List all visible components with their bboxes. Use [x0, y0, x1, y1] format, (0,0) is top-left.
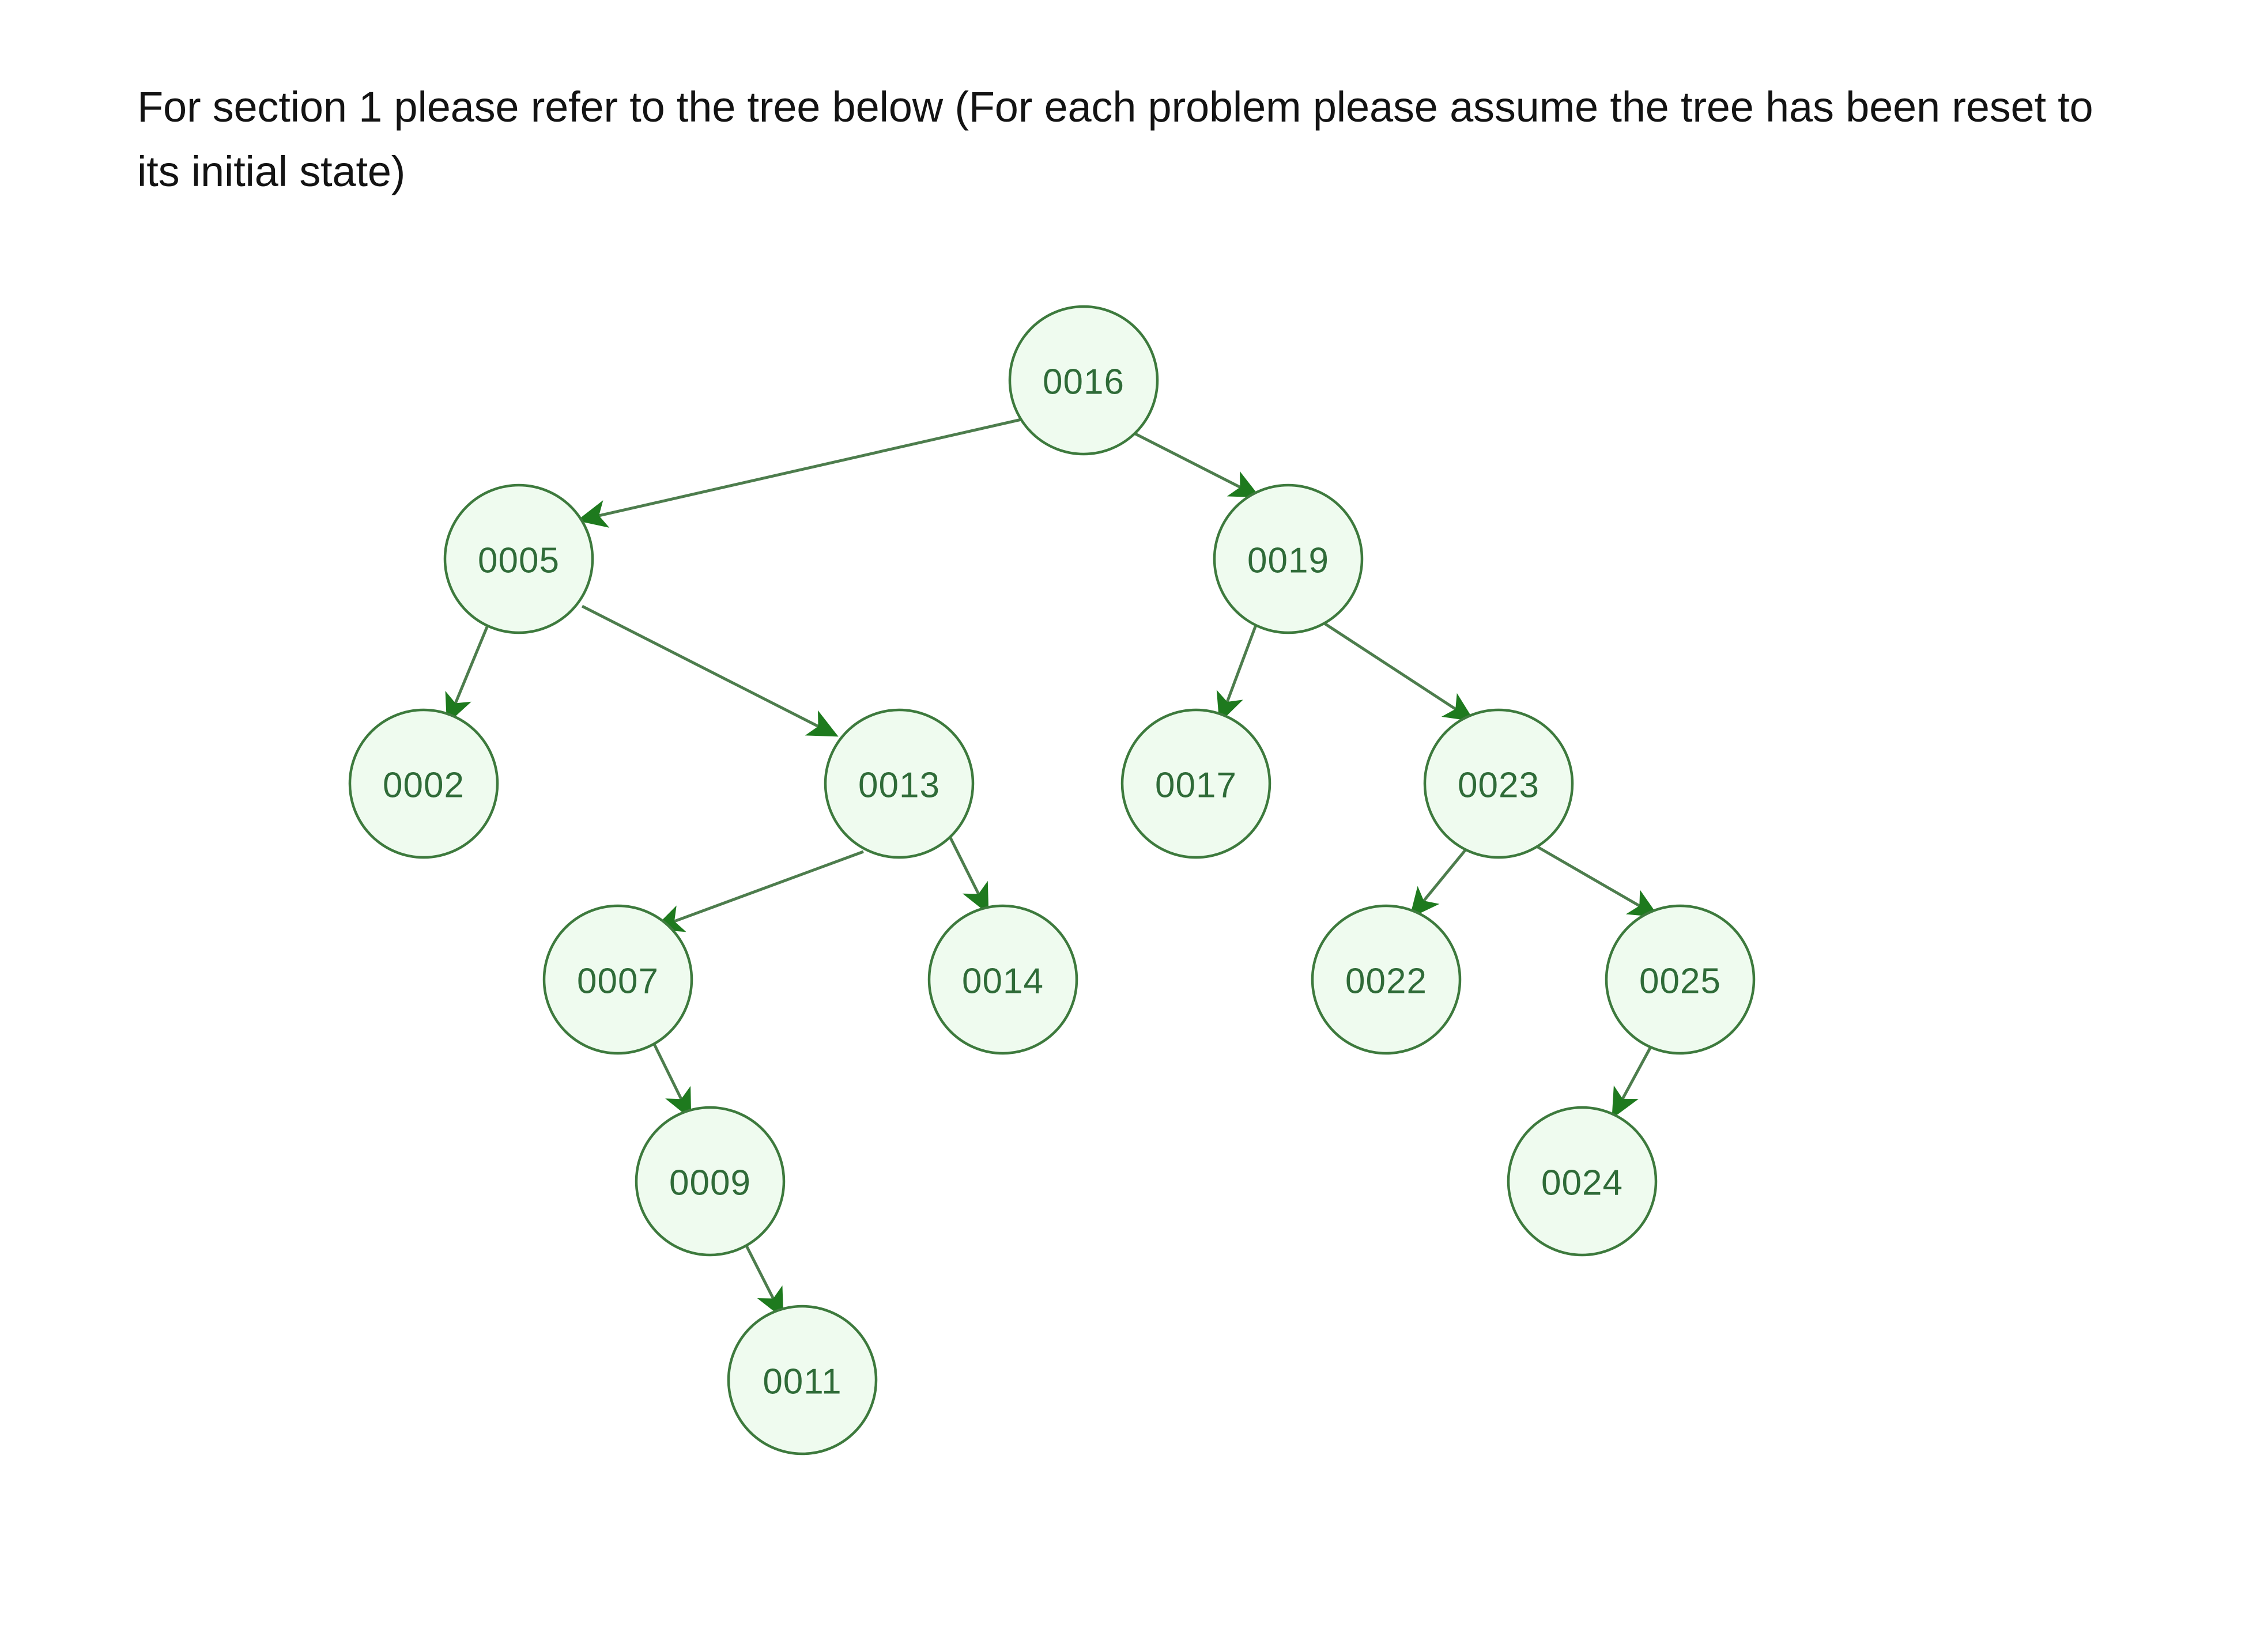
- tree-node-0022[interactable]: 0022: [1311, 904, 1462, 1055]
- node-circle[interactable]: [348, 708, 499, 859]
- edge-0019-to-0017: [1216, 623, 1258, 724]
- node-circle[interactable]: [927, 904, 1078, 1055]
- node-circle[interactable]: [1605, 904, 1756, 1055]
- tree-nodes: 0016 0005 0019 0002 0013 0017: [348, 305, 1756, 1456]
- node-label: 0017: [1155, 766, 1237, 806]
- tree-node-0024[interactable]: 0024: [1507, 1106, 1658, 1257]
- edge-0023-to-0022: [1409, 847, 1468, 918]
- node-circle[interactable]: [1120, 708, 1271, 859]
- edge-0013-to-0007: [652, 850, 864, 932]
- edge-0016-to-0005: [576, 418, 1022, 528]
- tree-node-0025[interactable]: 0025: [1605, 904, 1756, 1055]
- tree-node-0019[interactable]: 0019: [1213, 483, 1364, 634]
- node-circle[interactable]: [1423, 708, 1574, 859]
- tree-node-0014[interactable]: 0014: [927, 904, 1078, 1055]
- binary-tree-diagram: 0016 0005 0019 0002 0013 0017: [0, 271, 2264, 1652]
- node-circle[interactable]: [824, 708, 975, 859]
- edge-0023-to-0025: [1537, 845, 1659, 917]
- node-label: 0022: [1345, 962, 1427, 1001]
- node-circle[interactable]: [1311, 904, 1462, 1055]
- edge-0005-to-0013: [581, 604, 839, 737]
- node-label: 0013: [858, 766, 940, 806]
- node-label: 0025: [1639, 962, 1721, 1001]
- node-label: 0019: [1247, 541, 1329, 581]
- tree-edges: [445, 418, 1659, 1319]
- edge-0013-to-0014: [948, 836, 989, 914]
- tree-node-0013[interactable]: 0013: [824, 708, 975, 859]
- tree-node-0007[interactable]: 0007: [542, 904, 693, 1055]
- edge-0009-to-0011: [745, 1245, 784, 1319]
- edge-0005-to-0002: [445, 626, 489, 724]
- node-circle[interactable]: [635, 1106, 786, 1257]
- tree-node-0002[interactable]: 0002: [348, 708, 499, 859]
- node-label: 0009: [669, 1163, 751, 1203]
- tree-svg-canvas: 0016 0005 0019 0002 0013 0017: [348, 305, 1756, 1456]
- node-label: 0016: [1043, 362, 1125, 402]
- node-label: 0007: [577, 962, 659, 1001]
- edge-0025-to-0024: [1612, 1045, 1653, 1119]
- tree-node-0017[interactable]: 0017: [1120, 708, 1271, 859]
- tree-node-0009[interactable]: 0009: [635, 1106, 786, 1257]
- node-circle[interactable]: [1507, 1106, 1658, 1257]
- node-circle[interactable]: [542, 904, 693, 1055]
- node-circle[interactable]: [443, 483, 594, 634]
- tree-node-0011[interactable]: 0011: [727, 1305, 878, 1456]
- node-circle[interactable]: [1213, 483, 1364, 634]
- node-label: 0014: [962, 962, 1044, 1001]
- edge-0019-to-0023: [1323, 622, 1475, 722]
- edge-0016-to-0019: [1133, 432, 1261, 498]
- tree-node-0005[interactable]: 0005: [443, 483, 594, 634]
- node-label: 0005: [478, 541, 560, 581]
- node-label: 0011: [763, 1362, 842, 1402]
- edge-0007-to-0009: [652, 1043, 692, 1120]
- node-circle[interactable]: [1008, 305, 1159, 456]
- node-circle[interactable]: [727, 1305, 878, 1456]
- tree-node-0023[interactable]: 0023: [1423, 708, 1574, 859]
- node-label: 0024: [1541, 1163, 1623, 1203]
- tree-node-0016[interactable]: 0016: [1008, 305, 1159, 456]
- page-instruction-text: For section 1 please refer to the tree b…: [137, 83, 2105, 196]
- node-label: 0002: [383, 766, 465, 806]
- node-label: 0023: [1458, 766, 1539, 806]
